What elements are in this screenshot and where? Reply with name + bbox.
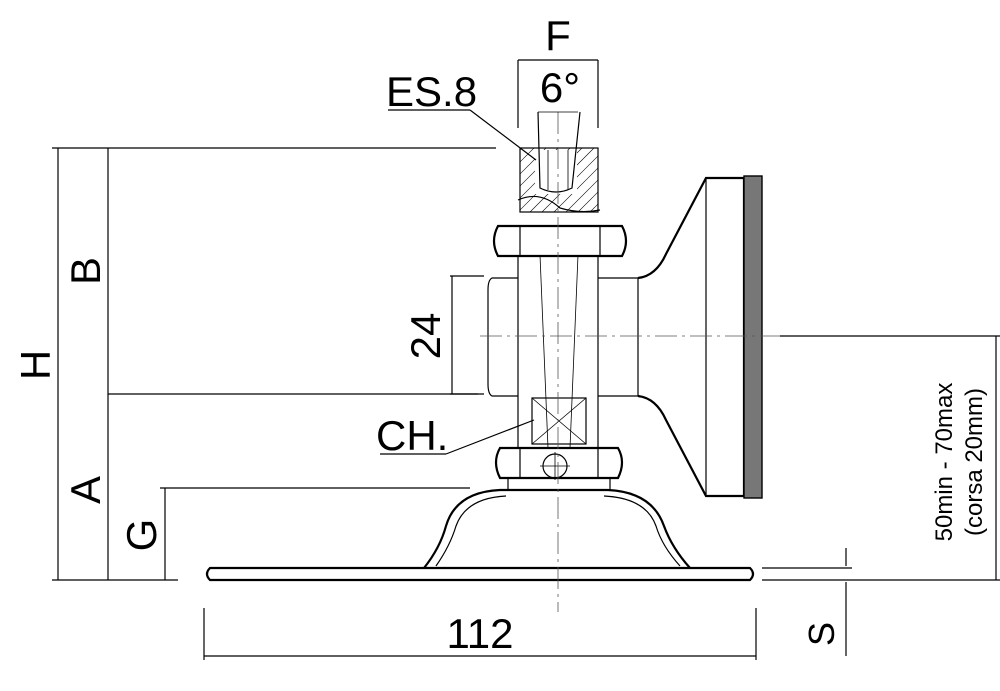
label-112: 112 — [447, 610, 514, 657]
label-f: F — [545, 12, 571, 59]
base-dome — [423, 488, 691, 569]
middle-nut — [492, 224, 628, 258]
dimension-lines — [57, 59, 997, 657]
label-24: 24 — [402, 313, 449, 360]
label-h: H — [12, 350, 59, 380]
bolt-body — [517, 254, 599, 449]
label-angle: 6° — [540, 64, 580, 111]
leader-lines — [380, 109, 537, 455]
extension-lines — [52, 60, 1000, 660]
lower-nut — [494, 446, 624, 491]
label-thread: ES.8 — [386, 68, 477, 115]
label-s: S — [801, 622, 842, 646]
dimension-labels: F 6° ES.8 B H A G 24 CH. 112 S 50min - 7… — [12, 12, 988, 657]
base-plate — [205, 566, 755, 582]
top-nut — [517, 111, 601, 213]
label-wrench: CH. — [376, 412, 448, 459]
side-housing — [487, 277, 639, 397]
hex-section — [531, 397, 587, 445]
label-g: G — [118, 519, 165, 552]
center-lines — [480, 112, 780, 612]
label-stroke-range: 50min - 70max — [931, 383, 958, 542]
label-a: A — [62, 476, 109, 504]
label-stroke-travel: (corsa 20mm) — [961, 388, 988, 536]
side-pad — [637, 175, 763, 499]
label-b: B — [62, 257, 109, 285]
